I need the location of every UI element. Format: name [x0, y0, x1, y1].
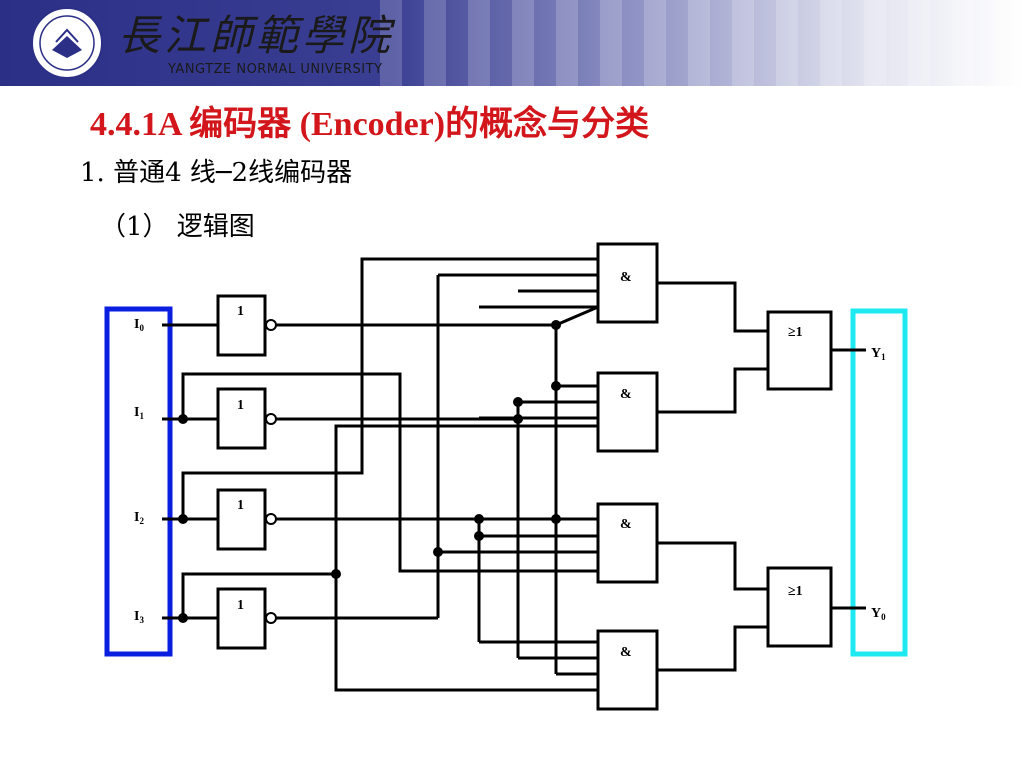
- junction-dots: [178, 320, 561, 623]
- page-title: 4.4.1A 编码器 (Encoder)的概念与分类: [90, 106, 650, 143]
- not-gate-2-label: 1: [237, 498, 244, 513]
- not-gate-3: 1: [216, 587, 277, 650]
- not-gate-3-label: 1: [237, 598, 244, 613]
- and-gate-4: &: [596, 629, 659, 711]
- output-label-y0: Y0: [871, 606, 886, 622]
- and-gate-4-label: &: [620, 645, 632, 660]
- not-gate-2: 1: [216, 488, 277, 551]
- input-label-i3: I3: [134, 609, 144, 625]
- university-name-cn: 長江師範學院: [118, 11, 395, 60]
- header-stripes: [380, 0, 1024, 86]
- university-name-en: YANGTZE NORMAL UNIVERSITY: [168, 62, 383, 77]
- input-label-i2: I2: [134, 510, 144, 526]
- and-gate-3-label: &: [620, 517, 632, 532]
- output-box: [850, 308, 908, 657]
- not-gate-0-label: 1: [237, 304, 244, 319]
- section-subtitle: 1. 普通4 线─2线编码器: [80, 158, 353, 188]
- and-gate-3: &: [596, 502, 659, 584]
- and-gate-2-label: &: [620, 387, 632, 402]
- subsection-title: （1） 逻辑图: [100, 212, 255, 242]
- header-banner: 長江師範學院 YANGTZE NORMAL UNIVERSITY: [0, 0, 1024, 86]
- or-gate-y0: ≥1: [766, 566, 833, 648]
- input-label-i0: I0: [134, 317, 144, 333]
- input-label-i1: I1: [134, 405, 144, 421]
- and-gate-1: &: [596, 242, 659, 324]
- or-gate-y1: ≥1: [766, 310, 833, 391]
- university-logo: [31, 7, 103, 79]
- and-gate-2: &: [596, 371, 659, 453]
- not-gate-1-label: 1: [237, 398, 244, 413]
- input-box: [104, 306, 173, 657]
- and-gate-1-label: &: [620, 270, 632, 285]
- or-gate-y0-label: ≥1: [788, 584, 803, 599]
- not-gate-0: 1: [216, 294, 277, 357]
- not-gate-1: 1: [216, 387, 277, 450]
- output-label-y1: Y1: [871, 346, 886, 362]
- or-gate-y1-label: ≥1: [788, 325, 803, 340]
